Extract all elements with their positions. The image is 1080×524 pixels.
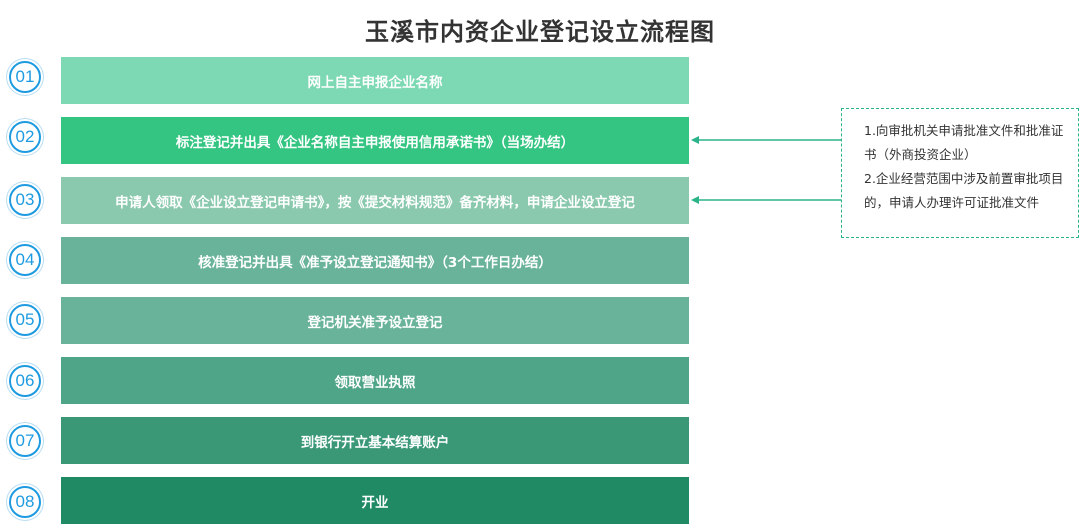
step-box-7: 到银行开立基本结算账户 (61, 417, 689, 464)
step-number-3: 03 (9, 184, 41, 216)
step-number-7: 07 (9, 425, 41, 457)
step-number-5: 05 (9, 304, 41, 336)
step-box-8: 开业 (61, 477, 689, 524)
step-number-8: 08 (9, 486, 41, 518)
step-box-5: 登记机关准予设立登记 (61, 297, 689, 344)
page-title: 玉溪市内资企业登记设立流程图 (365, 18, 715, 46)
step-number-1: 01 (9, 61, 41, 93)
step-box-4: 核准登记并出具《准予设立登记通知书》（3个工作日办结） (61, 237, 689, 284)
step-box-3: 申请人领取《企业设立登记申请书》，按《提交材料规范》备齐材料，申请企业设立登记 (61, 177, 689, 224)
note-line-1: 1.向审批机关申请批准文件和批准证书（外商投资企业） (864, 123, 1064, 162)
note-box: 1.向审批机关申请批准文件和批准证书（外商投资企业） 2.企业经营范围中涉及前置… (841, 108, 1079, 238)
arrow-head-step-2 (691, 136, 699, 144)
step-number-6: 06 (9, 365, 41, 397)
step-box-2: 标注登记并出具《企业名称自主申报使用信用承诺书》（当场办结） (61, 117, 689, 164)
note-line-2: 2.企业经营范围中涉及前置审批项目的，申请人办理许可证批准文件 (864, 171, 1064, 210)
step-box-6: 领取营业执照 (61, 357, 689, 404)
step-box-1: 网上自主申报企业名称 (61, 57, 689, 104)
step-number-4: 04 (9, 244, 41, 276)
arrow-head-step-3 (691, 196, 699, 204)
step-number-2: 02 (9, 121, 41, 153)
